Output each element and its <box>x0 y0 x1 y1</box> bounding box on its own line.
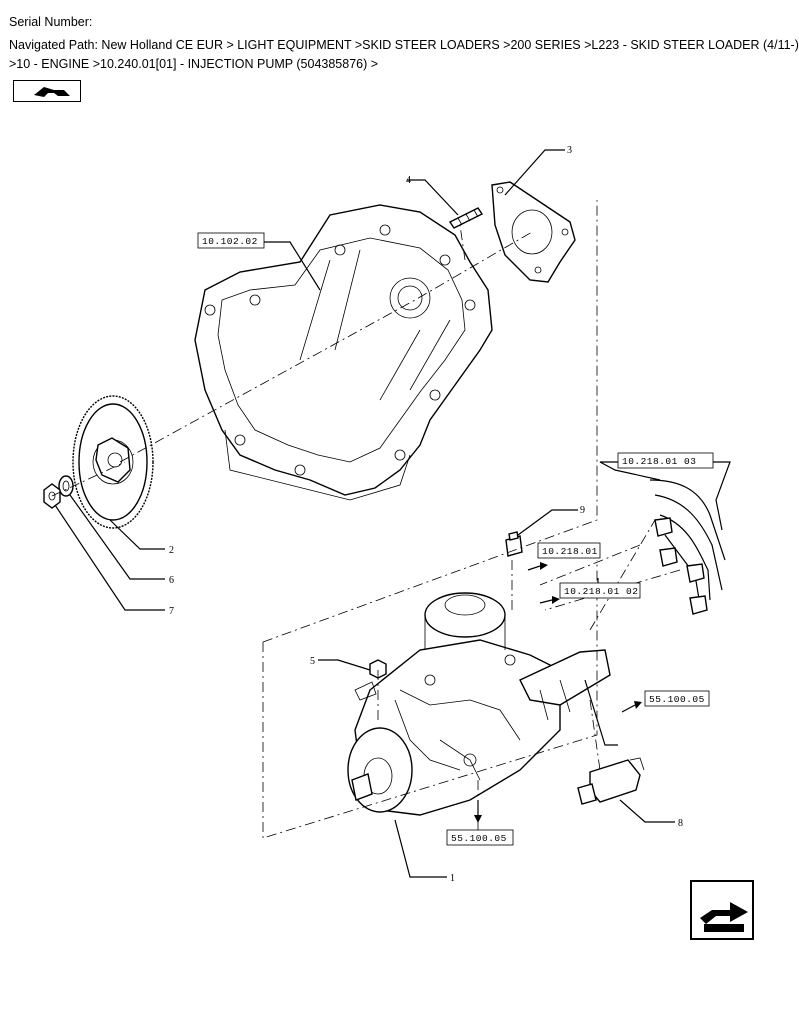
callout-6: 6 <box>169 575 174 586</box>
ref-fuel-line-b[interactable]: 10.218.01 02 <box>559 582 641 599</box>
next-button[interactable] <box>690 880 754 940</box>
svg-text:10.218.01: 10.218.01 <box>542 546 598 557</box>
reference-arrows <box>474 562 642 823</box>
ref-electric-right[interactable]: 55.100.05 <box>644 690 710 707</box>
serial-number-label: Serial Number: <box>9 15 93 29</box>
nut-part-5 <box>369 659 387 679</box>
svg-text:55.100.05: 55.100.05 <box>649 694 705 705</box>
svg-text:55.100.05: 55.100.05 <box>451 833 507 844</box>
fitting-part-9 <box>505 531 523 557</box>
callout-3: 3 <box>567 145 572 156</box>
back-button[interactable] <box>13 80 81 102</box>
navigated-path-line-2: >10 - ENGINE >10.240.01[01] - INJECTION … <box>9 57 379 71</box>
timing-cover-housing <box>194 204 493 501</box>
callout-7: 7 <box>169 606 174 617</box>
callout-5: 5 <box>310 656 315 667</box>
leader-lines <box>54 149 731 878</box>
navigated-path-line-1: Navigated Path: New Holland CE EUR > LIG… <box>9 38 799 52</box>
sensor-part-8 <box>577 757 645 805</box>
ref-injection-lines[interactable]: 10.218.01 03 <box>617 452 714 469</box>
callout-1: 1 <box>450 873 455 884</box>
gasket-part-3 <box>491 181 576 283</box>
ref-fuel-line-a[interactable]: 10.218.01 <box>537 542 601 559</box>
drive-gear-part-2 <box>72 395 154 529</box>
stud-part-4 <box>448 207 484 229</box>
injection-pump-part-1 <box>347 592 611 816</box>
svg-text:10.218.01 03: 10.218.01 03 <box>622 456 696 467</box>
callout-9: 9 <box>580 505 585 516</box>
exploded-parts-diagram: 3 4 2 6 7 9 5 8 1 10.102.02 10.218.01 03… <box>43 145 731 884</box>
svg-text:10.218.01 02: 10.218.01 02 <box>564 586 638 597</box>
callout-8: 8 <box>678 818 683 829</box>
washer-part-6 <box>58 475 74 497</box>
next-arrow-icon <box>700 902 748 932</box>
back-arrow-icon <box>34 87 70 97</box>
injection-lines <box>649 479 726 615</box>
svg-text:10.102.02: 10.102.02 <box>202 236 258 247</box>
ref-electric-bottom[interactable]: 55.100.05 <box>446 829 514 846</box>
callout-2: 2 <box>169 545 174 556</box>
ref-timing-cover[interactable]: 10.102.02 <box>197 232 265 249</box>
callout-4: 4 <box>406 175 411 186</box>
